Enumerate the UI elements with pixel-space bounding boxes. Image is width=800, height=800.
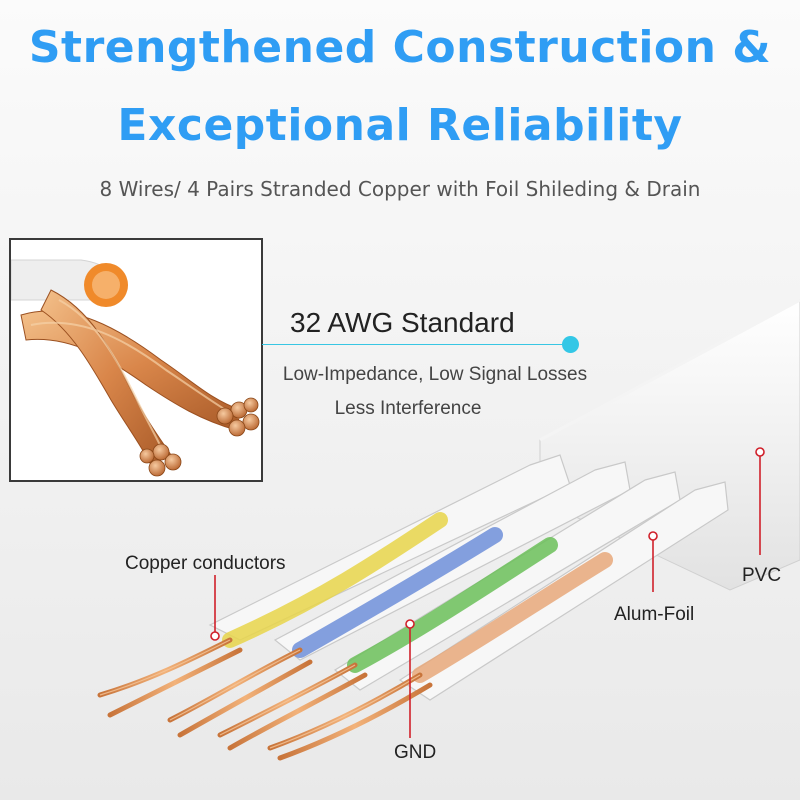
callout-dot-icon	[562, 336, 579, 353]
callout-line	[262, 344, 568, 345]
headline-line-1: Strengthened Construction &	[28, 22, 772, 73]
headline-line-2: Exceptional Reliability	[117, 100, 683, 151]
label-gnd: GND	[394, 742, 437, 763]
label-alum-foil: Alum-Foil	[614, 604, 695, 625]
copper-strand-closeup	[9, 238, 263, 482]
label-pvc: PVC	[742, 565, 782, 586]
spec-desc-impedance: Low-Impedance, Low Signal Losses	[282, 364, 588, 385]
copper-strand-illustration	[11, 240, 261, 480]
label-copper-conductors: Copper conductors	[125, 553, 286, 574]
spec-desc-interference: Less Interference	[334, 398, 482, 419]
colored-pairs	[222, 512, 613, 683]
spec-title: 32 AWG Standard	[290, 307, 515, 338]
wire-insulation	[208, 454, 729, 701]
subtitle: 8 Wires/ 4 Pairs Stranded Copper with Fo…	[99, 177, 701, 201]
callout-markers	[210, 447, 765, 738]
